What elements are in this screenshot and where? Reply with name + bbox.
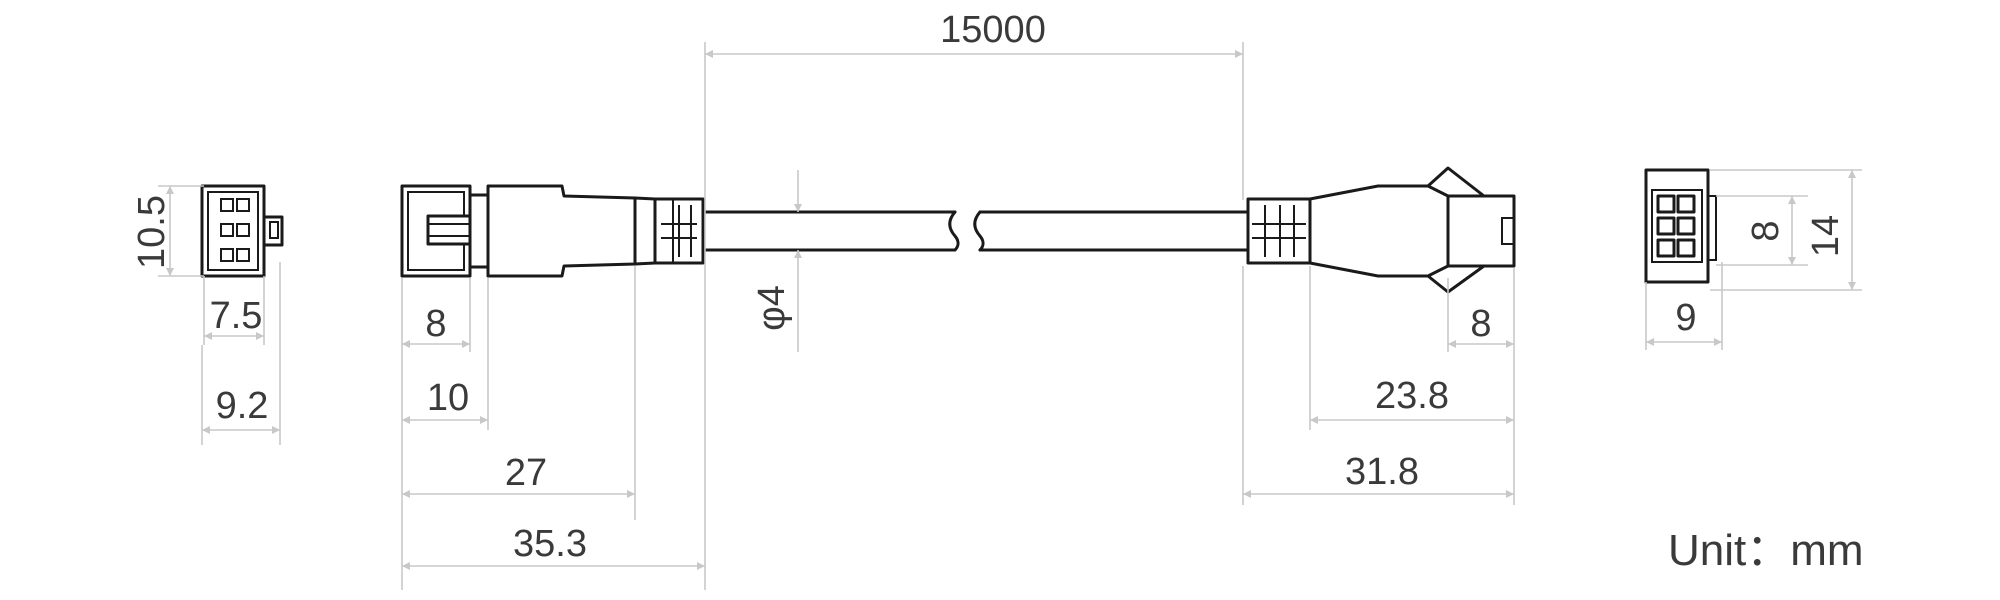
left-plug [400, 184, 705, 278]
right-plug [1246, 166, 1516, 294]
left-connector-face-view [200, 184, 284, 278]
dim-cable-length: 15000 [940, 9, 1046, 51]
dim-right-face-8: 8 [1745, 220, 1787, 241]
dim-right-plug-8: 8 [1470, 303, 1491, 345]
dim-left-plug-27: 27 [505, 452, 547, 494]
dim-left-face-inner-width: 7.5 [210, 295, 263, 337]
dimension-labels: 15000 10.5 7.5 9.2 8 10 27 35.3 φ4 8 23.… [131, 9, 1847, 565]
dimension-lines [158, 42, 1862, 590]
dim-left-plug-8: 8 [425, 303, 446, 345]
dim-left-plug-35-3: 35.3 [513, 523, 587, 565]
dim-left-face-width: 9.2 [216, 385, 269, 427]
cable [701, 210, 1250, 252]
dim-left-face-height: 10.5 [131, 195, 173, 269]
right-connector-face-view [1644, 168, 1717, 284]
dim-right-plug-31-8: 31.8 [1345, 451, 1419, 493]
unit-label: Unit：mm [1668, 526, 1864, 575]
dim-right-plug-23-8: 23.8 [1375, 375, 1449, 417]
dim-cable-diameter: φ4 [751, 285, 793, 331]
dim-left-plug-10: 10 [427, 377, 469, 419]
dim-right-face-9: 9 [1675, 297, 1696, 339]
dim-right-face-14: 14 [1805, 215, 1847, 257]
